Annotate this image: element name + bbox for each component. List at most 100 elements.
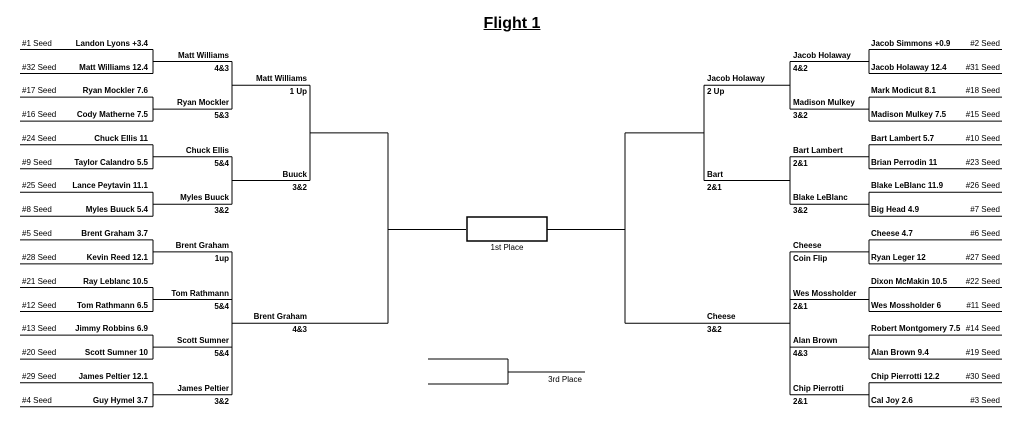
right-r2-winner: Madison Mulkey <box>793 98 855 108</box>
left-r3-score: 1 Up <box>289 87 307 97</box>
right-r2-winner: Bart Lambert <box>793 145 843 155</box>
right-r2-winner: Wes Mossholder <box>793 288 857 298</box>
right-r3-score: 2 Up <box>707 87 725 97</box>
left-r3-winner: Brent Graham <box>253 312 307 322</box>
left-player-name: Cody Matherne 7.5 <box>76 110 148 120</box>
left-player-name: Scott Sumner 10 <box>84 348 148 358</box>
right-player-name: Dixon McMakin 10.5 <box>871 276 948 286</box>
left-seed-label: #28 Seed <box>22 252 57 262</box>
right-seed-label: #6 Seed <box>970 228 1000 238</box>
right-player-name: Ryan Leger 12 <box>871 252 926 262</box>
right-r2-score: 4&3 <box>793 349 808 359</box>
right-seed-label: #27 Seed <box>965 252 1000 262</box>
right-player-name: Bart Lambert 5.7 <box>871 133 935 143</box>
right-seed-label: #10 Seed <box>965 133 1000 143</box>
right-player-name: Blake LeBlanc 11.9 <box>871 181 944 191</box>
left-player-name: Ray Leblanc 10.5 <box>83 276 148 286</box>
left-r2-winner: Ryan Mockler <box>176 98 229 108</box>
first-place-label: 1st Place <box>490 243 524 252</box>
right-r2-winner: Jacob Holaway <box>793 50 851 60</box>
right-seed-label: #18 Seed <box>965 86 1000 96</box>
left-r3-score: 4&3 <box>292 325 307 335</box>
left-seed-label: #8 Seed <box>22 205 52 215</box>
right-player-name: Chip Pierrotti 12.2 <box>871 371 940 381</box>
right-player-name: Jacob Holaway 12.4 <box>871 62 947 72</box>
left-seed-label: #24 Seed <box>22 133 57 143</box>
left-player-name: Landon Lyons +3.4 <box>75 38 148 48</box>
right-r2-score: 3&2 <box>793 206 808 216</box>
right-player-name: Cheese 4.7 <box>871 228 913 238</box>
left-player-name: Jimmy Robbins 6.9 <box>75 324 148 334</box>
right-seed-label: #14 Seed <box>965 324 1000 334</box>
right-seed-label: #7 Seed <box>970 205 1000 215</box>
left-r3-winner: Matt Williams <box>255 74 307 84</box>
right-r2-score: 3&2 <box>793 111 808 121</box>
left-player-name: Matt Williams 12.4 <box>79 62 148 72</box>
right-player-name: Madison Mulkey 7.5 <box>871 110 947 120</box>
right-r3-winner: Cheese <box>707 312 736 322</box>
right-r3-winner: Jacob Holaway <box>707 74 765 84</box>
champion-box <box>466 216 548 242</box>
left-seed-label: #9 Seed <box>22 157 52 167</box>
left-r2-winner: Tom Rathmann <box>171 288 229 298</box>
right-player-name: Alan Brown 9.4 <box>871 348 929 358</box>
right-r2-winner: Blake LeBlanc <box>793 193 848 203</box>
left-seed-label: #29 Seed <box>22 371 57 381</box>
left-r2-score: 3&2 <box>214 396 229 406</box>
right-player-name: Big Head 4.9 <box>871 205 920 215</box>
right-seed-label: #26 Seed <box>965 181 1000 191</box>
right-seed-label: #19 Seed <box>965 348 1000 358</box>
left-seed-label: #17 Seed <box>22 86 57 96</box>
right-seed-label: #23 Seed <box>965 157 1000 167</box>
right-seed-label: #2 Seed <box>970 38 1000 48</box>
left-r2-winner: Matt Williams <box>177 50 229 60</box>
right-r2-score: 2&1 <box>793 396 808 406</box>
left-r3-score: 3&2 <box>292 182 307 192</box>
left-r2-winner: Chuck Ellis <box>185 145 229 155</box>
left-seed-label: #4 Seed <box>22 395 52 405</box>
left-player-name: Taylor Calandro 5.5 <box>74 157 148 167</box>
left-seed-label: #32 Seed <box>22 62 57 72</box>
right-r3-score: 3&2 <box>707 325 722 335</box>
right-player-name: Wes Mossholder 6 <box>871 300 942 310</box>
left-r2-score: 3&2 <box>214 206 229 216</box>
bracket-title: Flight 1 <box>483 15 541 32</box>
right-player-name: Mark Modicut 8.1 <box>871 86 936 96</box>
left-seed-label: #25 Seed <box>22 181 57 191</box>
left-r2-score: 4&3 <box>214 63 229 73</box>
left-r2-winner: Scott Sumner <box>176 336 229 346</box>
right-r2-winner: Cheese <box>793 240 822 250</box>
right-r2-score: Coin Flip <box>793 253 828 263</box>
left-player-name: James Peltier 12.1 <box>78 371 148 381</box>
right-r2-score: 2&1 <box>793 158 808 168</box>
left-r2-score: 5&4 <box>214 301 229 311</box>
left-r2-score: 5&3 <box>214 111 229 121</box>
left-seed-label: #16 Seed <box>22 110 57 120</box>
left-seed-label: #20 Seed <box>22 348 57 358</box>
right-player-name: Cal Joy 2.6 <box>871 395 913 405</box>
right-seed-label: #11 Seed <box>966 300 1000 310</box>
left-r2-score: 5&4 <box>214 158 229 168</box>
left-r2-score: 5&4 <box>214 349 229 359</box>
right-seed-label: #31 Seed <box>965 62 1000 72</box>
right-player-name: Robert Montgomery 7.5 <box>871 324 961 334</box>
third-place-label: 3rd Place <box>548 375 582 384</box>
right-r2-winner: Alan Brown <box>793 336 838 346</box>
left-player-name: Myles Buuck 5.4 <box>85 205 148 215</box>
left-player-name: Kevin Reed 12.1 <box>86 252 148 262</box>
left-player-name: Tom Rathmann 6.5 <box>77 300 148 310</box>
left-r2-winner: Brent Graham <box>175 240 229 250</box>
right-player-name: Jacob Simmons +0.9 <box>871 38 951 48</box>
left-seed-label: #1 Seed <box>22 38 52 48</box>
left-seed-label: #5 Seed <box>22 228 52 238</box>
left-player-name: Chuck Ellis 11 <box>94 133 148 143</box>
right-seed-label: #22 Seed <box>965 276 1000 286</box>
right-r3-score: 2&1 <box>707 182 722 192</box>
right-seed-label: #30 Seed <box>965 371 1000 381</box>
left-r2-winner: James Peltier <box>177 383 229 393</box>
right-seed-label: #15 Seed <box>965 110 1000 120</box>
right-r2-winner: Chip Pierrotti <box>793 383 844 393</box>
left-seed-label: #12 Seed <box>22 300 57 310</box>
